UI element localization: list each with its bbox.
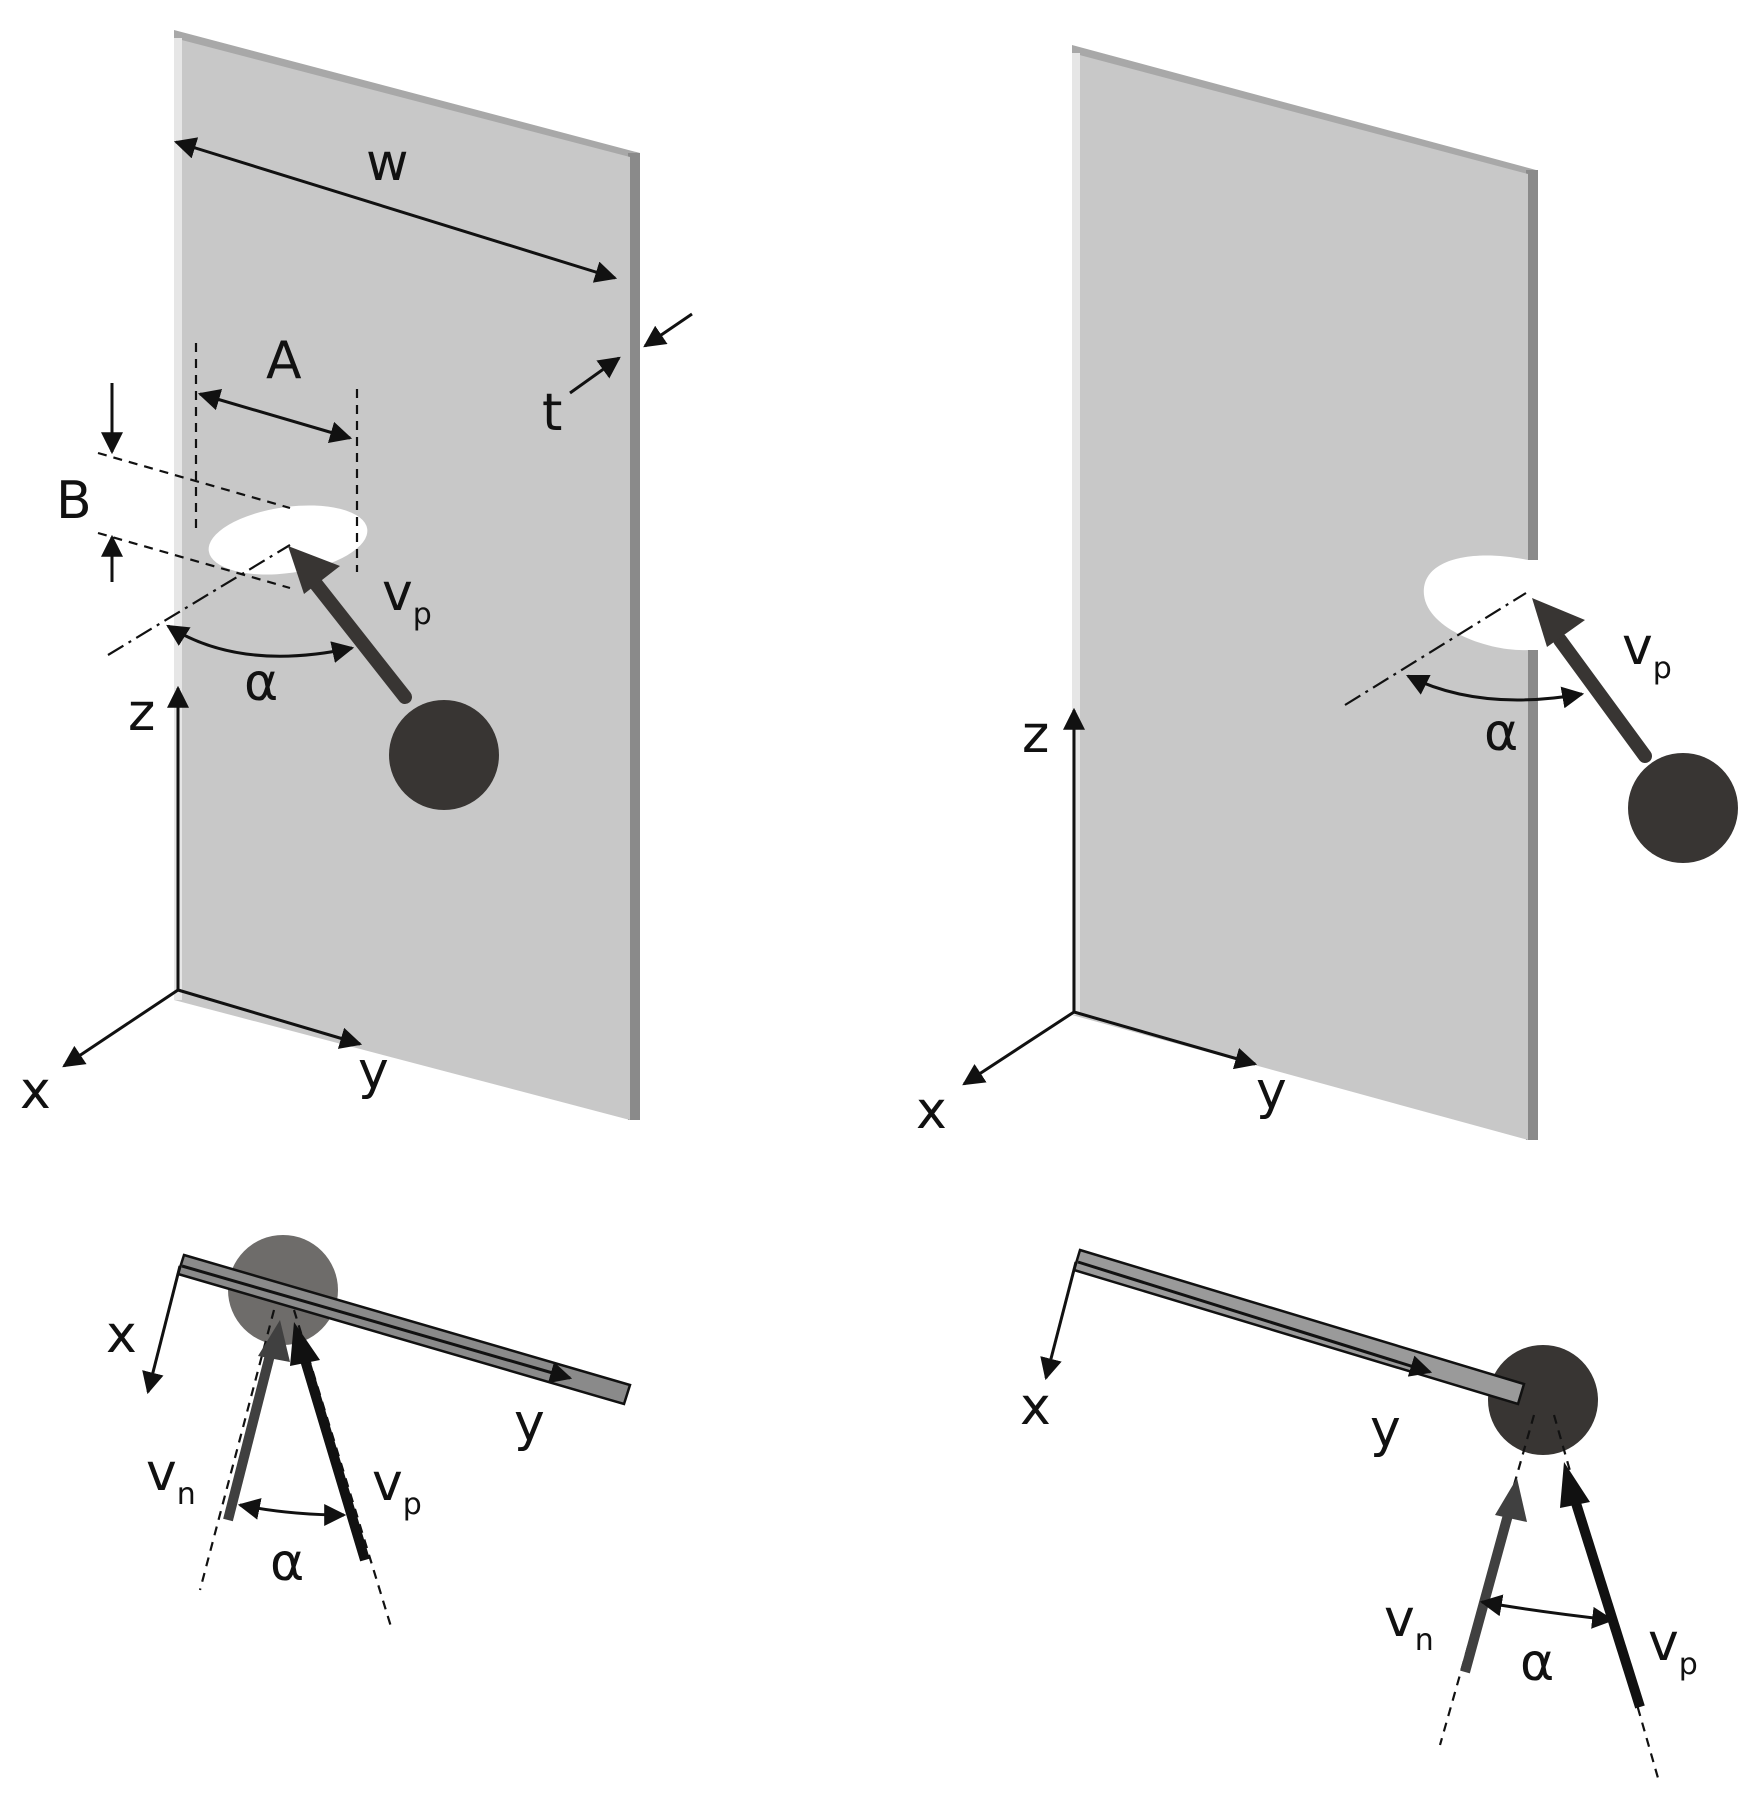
velocity-arrow-vp	[1560, 1462, 1645, 1709]
velocity-arrow-vp	[1532, 598, 1652, 763]
label-alpha: α	[244, 653, 278, 713]
label-B: B	[56, 471, 92, 531]
velocity-arrow-vp	[290, 1322, 370, 1562]
hole-edge-notch	[1526, 560, 1540, 650]
label-vp: vp	[1622, 617, 1672, 686]
panel-top-center-impact: x y α vn vp	[106, 1235, 632, 1631]
label-alpha: α	[1484, 703, 1518, 763]
normal-arrow-vn	[223, 1320, 290, 1522]
label-x: x	[916, 1081, 947, 1141]
projectile	[1628, 753, 1738, 863]
plate	[1072, 45, 1538, 1140]
label-y: y	[358, 1041, 389, 1101]
projectile	[389, 700, 499, 810]
angle-arc	[237, 1498, 347, 1526]
label-vp: vp	[372, 1453, 422, 1522]
panel-iso-edge-impact: α vp z x y	[916, 45, 1738, 1141]
label-alpha: α	[270, 1533, 304, 1593]
label-w: w	[366, 133, 409, 193]
panel-iso-center-impact: w t A B α	[20, 30, 693, 1121]
panel-top-edge-impact: x y α vn vp	[1020, 1248, 1698, 1779]
label-A: A	[266, 331, 302, 391]
angle-arc	[1479, 1594, 1615, 1629]
projectile	[1488, 1345, 1598, 1455]
label-alpha: α	[1520, 1633, 1554, 1693]
label-vp: vp	[382, 563, 432, 632]
normal-trace-line	[1344, 592, 1527, 706]
dimension-t: t	[542, 312, 693, 443]
axes: z x y	[916, 705, 1287, 1141]
label-x: x	[1020, 1377, 1051, 1437]
label-z: z	[128, 683, 155, 743]
label-x: x	[106, 1305, 137, 1365]
axes: z x y	[20, 683, 389, 1121]
normal-arrow-vn	[1460, 1478, 1527, 1674]
normal-trace-line	[107, 544, 291, 656]
label-y: y	[514, 1393, 545, 1453]
dimension-w: w	[173, 133, 618, 283]
label-t: t	[542, 383, 562, 443]
perforation-hole	[1423, 555, 1528, 651]
label-z: z	[1022, 705, 1049, 765]
angle-arc	[1406, 674, 1585, 709]
perforation-hole	[208, 505, 368, 575]
label-y: y	[1370, 1399, 1401, 1459]
label-vn: vn	[146, 1443, 196, 1512]
plate-section	[1072, 1248, 1526, 1406]
label-x: x	[20, 1061, 51, 1121]
angle-arc	[166, 624, 355, 663]
label-vn: vn	[1384, 1589, 1434, 1658]
dimension-B: B	[56, 383, 291, 590]
dimension-A: A	[194, 331, 359, 572]
label-vp: vp	[1648, 1613, 1698, 1682]
label-y: y	[1256, 1061, 1287, 1121]
velocity-arrow-vp	[288, 546, 412, 704]
